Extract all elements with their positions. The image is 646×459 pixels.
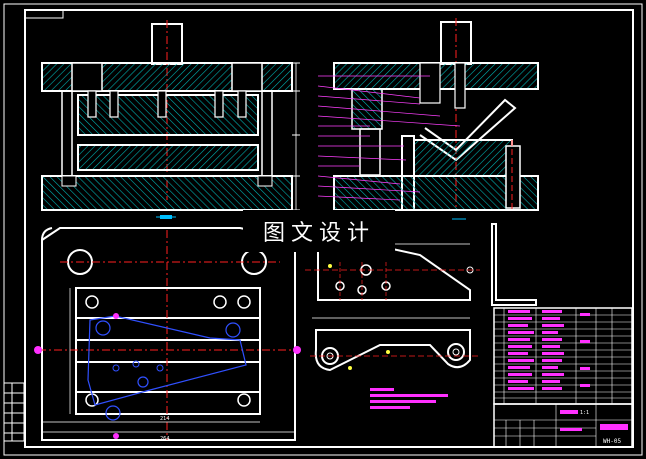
outer-border bbox=[3, 3, 643, 456]
technical-notes bbox=[370, 388, 448, 409]
side-section-view bbox=[317, 18, 539, 220]
watermark-banner: 图文设计 bbox=[243, 210, 395, 252]
plan-inner-dim: 214 bbox=[160, 416, 170, 422]
bent-part-view bbox=[310, 317, 480, 372]
plan-width-dim: 264 bbox=[160, 436, 170, 442]
inner-border bbox=[24, 9, 634, 448]
front-section-view bbox=[41, 20, 300, 219]
left-margin-table bbox=[3, 382, 25, 442]
scale-label: 1:1 bbox=[580, 410, 589, 416]
bom-table bbox=[493, 307, 633, 405]
title-block: 1:1 WH-05 bbox=[493, 403, 633, 448]
plan-view: 214 264 bbox=[34, 227, 301, 442]
watermark-text: 图文设计 bbox=[262, 221, 375, 246]
drawing-number: WH-05 bbox=[603, 438, 621, 445]
top-left-tag bbox=[24, 9, 64, 19]
